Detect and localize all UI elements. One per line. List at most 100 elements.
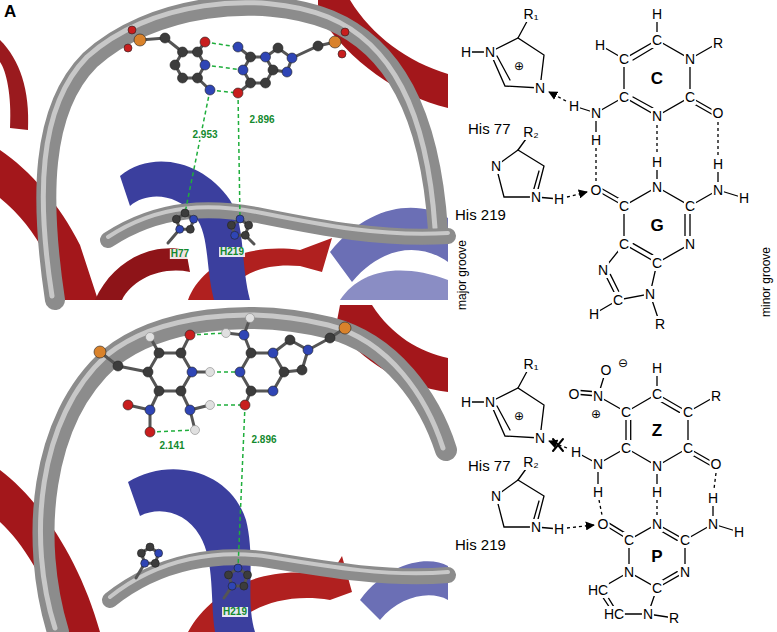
- hydrogen-bond: [656, 125, 657, 153]
- atom-label: C: [612, 292, 624, 308]
- dna-backbone: [108, 207, 448, 237]
- atom-spheres: [123, 400, 133, 410]
- dna-backbone: [43, 318, 446, 632]
- ball-stick-model: [100, 318, 345, 598]
- groove-label: major groove: [456, 240, 468, 310]
- atom-spheres: [94, 314, 351, 591]
- atom-label: C: [651, 32, 663, 48]
- dna-backbone: [40, 315, 448, 632]
- chemical-bond: [626, 394, 688, 466]
- atom-label: H: [651, 6, 663, 22]
- atom-spheres: [225, 571, 233, 579]
- atom-label: N: [679, 564, 691, 580]
- residue-name: His 219: [455, 537, 506, 552]
- atom-label: H: [651, 154, 663, 170]
- atom-spheres: [178, 73, 188, 83]
- dna-backbone: [46, 6, 438, 300]
- atom-spheres: [176, 348, 186, 358]
- atom-label: C: [620, 404, 632, 420]
- atom-label: R₂: [522, 454, 540, 470]
- charge-sign: ⊕: [513, 60, 525, 72]
- chemical-bond: [497, 56, 510, 80]
- chemical-bond: [610, 274, 618, 291]
- ball-stick-model: [292, 42, 335, 58]
- atom-label: C: [679, 532, 691, 548]
- atom-spheres: [206, 401, 215, 410]
- hydrogen-bond-green: [238, 405, 245, 568]
- hydrogen-bond: [595, 148, 596, 181]
- atom-spheres: [160, 33, 170, 43]
- atom-label: H: [460, 44, 472, 60]
- atom-label: N: [534, 80, 546, 96]
- atom-label: N: [534, 430, 546, 446]
- atom-spheres: [261, 78, 271, 88]
- atom-spheres: [154, 348, 164, 358]
- atom-label: N: [592, 456, 604, 472]
- atom-spheres: [341, 28, 349, 36]
- atom-spheres: [137, 549, 145, 557]
- atom-label: N: [651, 179, 663, 195]
- atom-spheres: [146, 543, 154, 551]
- atom-label: N: [651, 458, 663, 474]
- atom-spheres: [176, 386, 186, 396]
- atom-label: N: [597, 262, 609, 278]
- atom-spheres: [185, 330, 195, 340]
- chemical-bond: [624, 40, 690, 116]
- atom-label: H: [712, 156, 724, 172]
- atom-label: N: [642, 606, 654, 622]
- dna-backbone: [110, 557, 448, 600]
- protein-ribbon: [340, 270, 448, 300]
- atom-spheres: [170, 60, 180, 70]
- atom-spheres: [145, 405, 155, 415]
- hydrogen-bond: [599, 500, 602, 515]
- charge-sign: ⊕: [513, 410, 525, 422]
- atom-spheres: [181, 209, 189, 217]
- base-letter: C: [650, 69, 664, 88]
- atom-spheres: [241, 231, 249, 239]
- atom-label: C: [623, 532, 635, 548]
- atom-label: H: [651, 484, 663, 500]
- atom-spheres: [246, 348, 256, 358]
- atom-label: C: [651, 386, 663, 402]
- atom-label: C: [682, 440, 694, 456]
- atom-label: N: [684, 236, 696, 252]
- atom-spheres: [154, 386, 164, 396]
- atom-label: N: [530, 189, 542, 205]
- atom-label: H: [460, 394, 472, 410]
- atom-label: C: [684, 89, 696, 105]
- ball-stick-model: [308, 328, 345, 350]
- chemical-bond: [629, 524, 685, 588]
- hydrogen-bond-green: [205, 65, 243, 70]
- atom-label: H: [707, 490, 719, 506]
- protein-ribbon: [0, 0, 448, 300]
- atom-spheres: [245, 221, 253, 229]
- atom-spheres: [191, 426, 200, 435]
- atom-label: O: [568, 386, 581, 402]
- atom-label: N: [707, 516, 719, 532]
- atom-spheres: [178, 47, 188, 57]
- atom-spheres: [128, 26, 136, 34]
- atom-spheres: [303, 345, 313, 355]
- dna-backbone: [43, 3, 435, 296]
- atom-spheres: [141, 559, 149, 567]
- atom-label: H: [570, 444, 582, 460]
- atom-spheres: [227, 221, 235, 229]
- hydrogen-bond-green: [150, 333, 245, 568]
- atom-label: O: [712, 105, 725, 121]
- atom-label: H: [738, 190, 750, 206]
- residue-tag: H219: [219, 247, 245, 257]
- atom-label: R: [710, 388, 722, 404]
- chemical-bond: [497, 406, 510, 430]
- atom-spheres: [231, 231, 239, 239]
- atom-label: N: [684, 51, 696, 67]
- base-letter: P: [650, 547, 663, 566]
- atom-label: N: [644, 286, 656, 302]
- atom-spheres: [268, 65, 278, 75]
- atom-spheres: [236, 215, 244, 223]
- chemical-bond: [661, 402, 679, 413]
- atom-label: HC: [587, 582, 609, 598]
- charge-sign: ⊕: [590, 408, 602, 420]
- residue-name: His 77: [468, 458, 511, 473]
- chemical-bond: [661, 572, 678, 582]
